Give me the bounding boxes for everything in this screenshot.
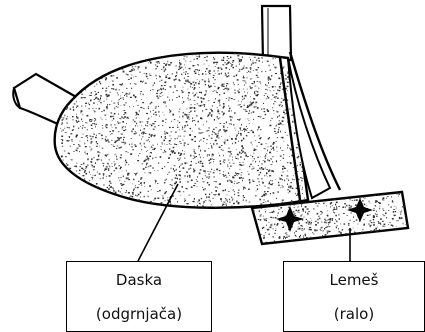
label-box-daska: Daska (odgrnjača) (66, 261, 212, 332)
label-lemes: Lemeš (284, 271, 424, 289)
label-daska: Daska (67, 271, 211, 289)
mouldboard (55, 50, 311, 211)
label-lemes-alt: (ralo) (284, 305, 424, 323)
label-box-lemes: Lemeš (ralo) (283, 261, 425, 332)
frame-post (262, 6, 291, 62)
label-daska-alt: (odgrnjača) (67, 305, 211, 323)
